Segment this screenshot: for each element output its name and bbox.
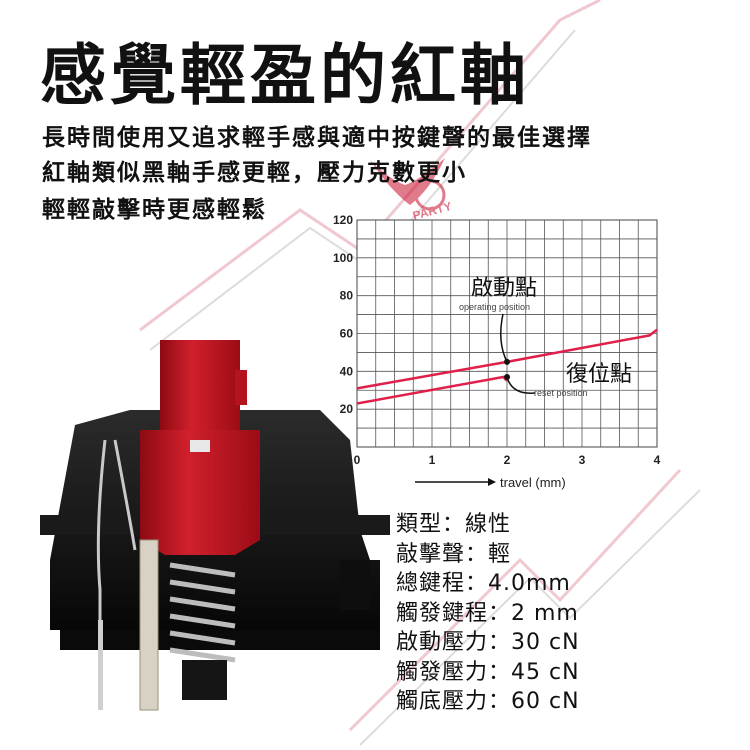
annotation-reset-point — [504, 374, 510, 381]
subtitle-line-1: 長時間使用又追求輕手感與適中按鍵聲的最佳選擇 — [42, 125, 592, 151]
chart-annotations: 啟動點 operating position 復位點 reset position — [459, 275, 632, 398]
subtitle-line-3: 輕輕敲擊時更感輕鬆 — [42, 197, 267, 223]
spec-start-force: 啟動壓力：30 cN — [396, 630, 580, 655]
party-logo-watermark: PARTY — [370, 158, 453, 223]
spec-actuation-travel: 觸發鍵程：2 mm — [396, 600, 579, 626]
x-tick-label: 2 — [504, 453, 511, 467]
page-title: 感覺輕盈的紅軸 — [40, 37, 530, 114]
x-axis-label: travel (mm) — [500, 475, 566, 490]
spec-bottom-force: 觸底壓力：60 cN — [396, 689, 580, 714]
red-switch-illustration — [40, 340, 390, 711]
chart-grid — [357, 220, 657, 447]
chart-x-ticks: 0 1 2 3 4 — [354, 453, 661, 467]
annotation-operating-pointer — [500, 313, 508, 363]
y-tick-label: 120 — [333, 213, 353, 227]
x-tick-label: 0 — [354, 453, 361, 467]
series-line-press — [356, 328, 658, 390]
y-tick-label: 40 — [340, 364, 354, 378]
x-tick-label: 3 — [579, 453, 586, 467]
spec-type: 類型：線性 — [396, 512, 512, 537]
annotation-operating-sublabel: operating position — [459, 302, 530, 312]
y-tick-label: 100 — [333, 251, 353, 265]
x-axis-arrowhead — [488, 478, 496, 486]
y-tick-label: 80 — [340, 289, 354, 303]
annotation-reset-sublabel: reset position — [534, 388, 588, 398]
subtitle-line-2: 紅軸類似黑軸手感更輕，壓力克數更小 — [42, 160, 467, 186]
annotation-operating-label: 啟動點 — [471, 275, 537, 300]
x-tick-label: 4 — [654, 453, 661, 467]
spec-list: 類型：線性 敲擊聲：輕 總鍵程：4.0mm 觸發鍵程：2 mm 啟動壓力：30 … — [396, 510, 580, 717]
annotation-operating-point — [504, 358, 510, 365]
y-tick-label: 60 — [340, 327, 354, 341]
annotation-reset-label: 復位點 — [566, 361, 632, 386]
chart-y-ticks: 20 40 60 80 100 120 — [333, 213, 353, 416]
x-tick-label: 1 — [429, 453, 436, 467]
y-tick-label: 20 — [340, 402, 354, 416]
spec-total-travel: 總鍵程：4.0mm — [396, 571, 571, 596]
spec-actuation-force: 觸發壓力：45 cN — [396, 659, 580, 685]
spec-sound: 敲擊聲：輕 — [396, 541, 512, 567]
